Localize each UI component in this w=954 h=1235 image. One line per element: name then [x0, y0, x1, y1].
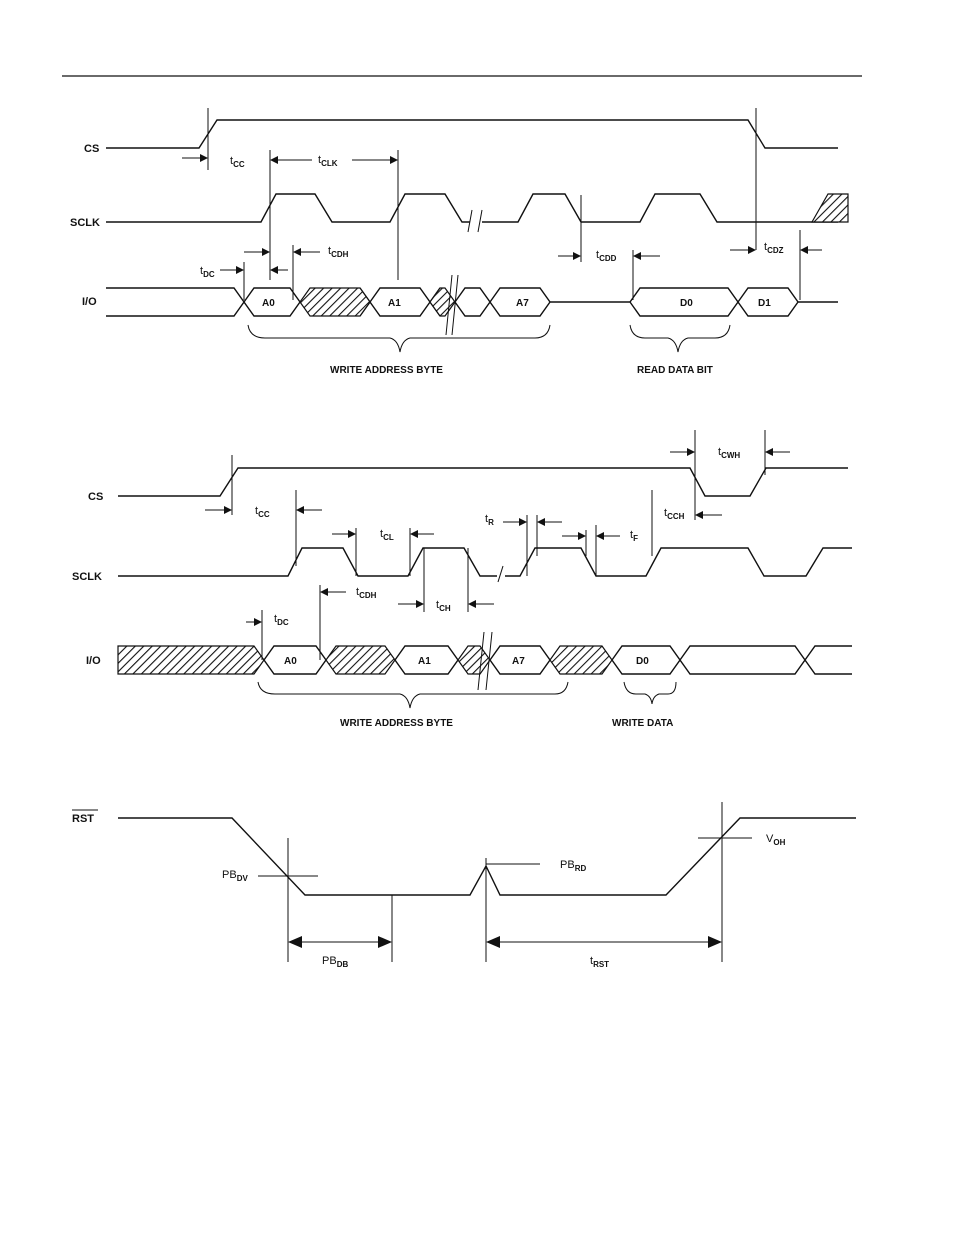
sclk-label-2: SCLK [72, 571, 102, 583]
pbdv-label: PBDV [222, 869, 248, 883]
sclk-hatched-region [812, 194, 848, 222]
write-address-byte-label: WRITE ADDRESS BYTE [330, 365, 443, 376]
reset-timing-diagram: RST PBDV PBRD VOH PBDB tRST [72, 802, 856, 969]
cs-waveform-2 [118, 468, 848, 496]
read-data-bit-label: READ DATA BIT [637, 365, 713, 376]
brace-write-address-2 [258, 682, 568, 708]
sclk-label: SCLK [70, 217, 100, 229]
tcdd-label: tCDD [596, 249, 617, 263]
io2-dontcare-3 [458, 646, 490, 674]
bit2-a0: A0 [284, 656, 297, 667]
pbrd-label: PBRD [560, 859, 586, 873]
write-address-byte-label-2: WRITE ADDRESS BYTE [340, 718, 453, 729]
tcc-label: tCC [230, 155, 245, 169]
sclk-waveform-2 [118, 548, 852, 576]
io-label: I/O [82, 296, 97, 308]
tcdh-label: tCDH [328, 245, 349, 259]
read-timing-diagram: CS SCLK I/O A0 A1 A7 D0 D1 tCC [70, 108, 848, 376]
sclk-waveform [106, 194, 838, 222]
io-dontcare-2 [430, 288, 455, 316]
tcl-label: tCL [380, 528, 394, 542]
trst-label: tRST [590, 955, 609, 969]
io2-dontcare-4 [550, 646, 612, 674]
bit2-a7: A7 [512, 656, 525, 667]
io-label-2: I/O [86, 655, 101, 667]
tcwh-label: tCWH [718, 446, 740, 460]
tcch-label: tCCH [664, 507, 685, 521]
cs-waveform [106, 120, 838, 148]
tdc2-label: tDC [274, 613, 289, 627]
rst-label: RST [72, 813, 94, 825]
bit-a7: A7 [516, 298, 529, 309]
bit-a1: A1 [388, 298, 401, 309]
cs-label: CS [84, 143, 99, 155]
tcdh2-label: tCDH [356, 586, 377, 600]
sclk2-break [498, 566, 503, 582]
brace-write-address [248, 325, 550, 352]
tclk-label: tCLK [318, 154, 338, 168]
write-data-label: WRITE DATA [612, 718, 673, 729]
bit-a0: A0 [262, 298, 275, 309]
io2-dontcare-1 [118, 646, 264, 674]
tdc-label: tDC [200, 265, 215, 279]
rst-waveform [118, 818, 856, 895]
bit-d1: D1 [758, 298, 771, 309]
voh-label: VOH [766, 833, 786, 847]
bit2-a1: A1 [418, 656, 431, 667]
io2-dontcare-2 [326, 646, 395, 674]
write-timing-diagram: CS SCLK I/O A0 A1 A7 D0 [72, 430, 852, 729]
pbdb-label: PBDB [322, 955, 348, 969]
io-dontcare-1 [300, 288, 370, 316]
sclk-break [468, 210, 482, 232]
bit2-d0: D0 [636, 656, 649, 667]
tr-label: tR [485, 513, 494, 527]
bit-d0: D0 [680, 298, 693, 309]
cs-label-2: CS [88, 491, 103, 503]
tcc2-label: tCC [255, 505, 270, 519]
tf-label: tF [630, 529, 638, 543]
brace-read-data [630, 325, 730, 352]
io-waveform [106, 288, 838, 316]
brace-write-data [624, 682, 676, 704]
tcdz-label: tCDZ [764, 241, 784, 255]
tch-label: tCH [436, 599, 451, 613]
